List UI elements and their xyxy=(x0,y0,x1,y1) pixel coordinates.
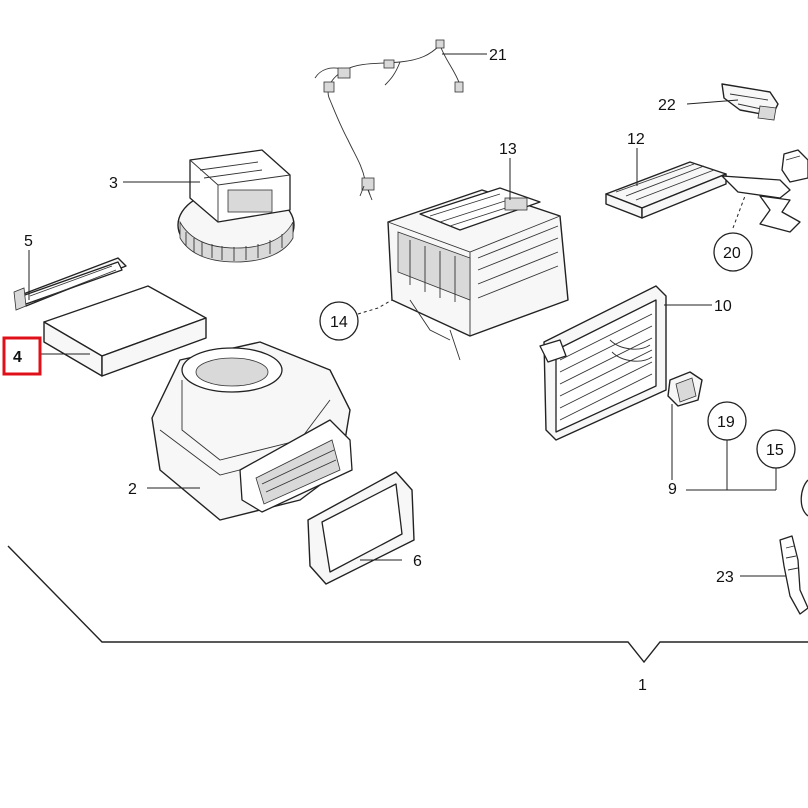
callout-3: 3 xyxy=(109,175,118,192)
callout-14: 14 xyxy=(330,314,348,331)
part-edge-fragment xyxy=(800,479,808,517)
callout-13: 13 xyxy=(499,141,517,158)
part-21-wiring-harness[interactable] xyxy=(314,39,464,201)
part-5-filter-frame[interactable] xyxy=(13,257,127,311)
callout-20-circle[interactable] xyxy=(713,232,753,272)
callout-21: 21 xyxy=(489,47,507,64)
callout-10: 10 xyxy=(714,298,732,315)
part-3-blower-motor[interactable] xyxy=(177,149,295,263)
part-23-sensor[interactable] xyxy=(779,535,808,615)
part-2-blower-housing[interactable] xyxy=(151,341,353,521)
callout-2: 2 xyxy=(128,481,137,498)
callout-5: 5 xyxy=(24,233,33,250)
part-12-heater-core[interactable] xyxy=(605,161,801,233)
callout-15: 15 xyxy=(766,442,784,459)
part-13-hvac-housing[interactable] xyxy=(387,187,569,361)
callout-14-circle[interactable] xyxy=(319,301,359,341)
part-4-cabin-filter[interactable] xyxy=(43,285,207,377)
callout-22: 22 xyxy=(658,97,676,114)
callout-20: 20 xyxy=(723,245,741,262)
part-edge-connector xyxy=(781,149,808,183)
callout-9: 9 xyxy=(668,481,677,498)
callout-19: 19 xyxy=(717,414,735,431)
callout-4: 4 xyxy=(13,349,22,366)
callout-1: 1 xyxy=(638,677,647,694)
part-10-evaporator[interactable] xyxy=(539,285,667,441)
part-22-bracket[interactable] xyxy=(721,83,779,121)
assembly-bracket xyxy=(7,545,808,664)
callout-12: 12 xyxy=(627,131,645,148)
part-9-expansion-valve[interactable] xyxy=(667,371,703,407)
callout-6: 6 xyxy=(413,553,422,570)
callout-4-highlight-box xyxy=(2,336,42,376)
part-6-seal[interactable] xyxy=(307,471,415,585)
callout-23: 23 xyxy=(716,569,734,586)
